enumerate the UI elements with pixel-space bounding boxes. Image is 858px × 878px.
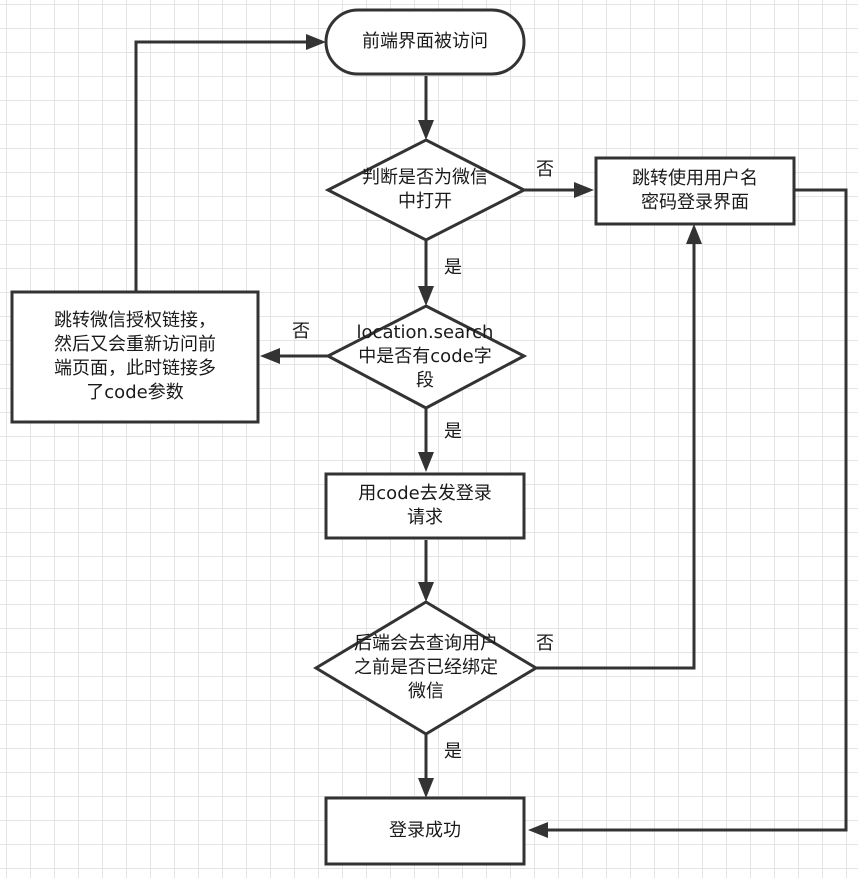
edge-label-bound-yes: 是 [444, 741, 462, 762]
arrowhead-redirect-password-up [686, 224, 702, 244]
check-code-label: location.search 中是否有code字 段 [330, 318, 520, 396]
check-wechat-line-1: 判断是否为微信 [362, 167, 488, 188]
login-success-box [324, 796, 526, 866]
redirect-wechat-auth-line-2: 然后又会重新访问前 [54, 334, 216, 355]
redirect-password-line-1: 跳转使用用户名 [632, 168, 758, 189]
login-success-label: 登录成功 [326, 798, 524, 864]
redirect-wechat-auth-box [10, 290, 260, 424]
arrowhead-start [306, 34, 326, 50]
check-code-line-2: 中是否有code字 [358, 346, 492, 367]
check-wechat-diamond [324, 138, 528, 242]
redirect-password-label: 跳转使用用户名 密码登录界面 [596, 158, 794, 224]
edge-password-to-success [546, 188, 848, 832]
check-code-diamond [324, 304, 528, 410]
arrowhead-redirect-password [574, 182, 594, 198]
nodes [10, 8, 796, 866]
arrowhead-login-with-code [418, 452, 434, 472]
start-label: 前端界面被访问 [326, 10, 524, 74]
arrowhead-redirect-wechat-auth [260, 348, 280, 364]
check-bound-line-2: 之前是否已经绑定 [354, 657, 498, 678]
edge-label-bound-no: 否 [536, 633, 554, 654]
check-bound-line-1: 后端会去查询用户 [354, 633, 498, 654]
login-with-code-label: 用code去发登录 请求 [326, 474, 524, 538]
edge-label-code-no: 否 [292, 321, 310, 342]
edge-auth-back-to-start [134, 40, 308, 292]
check-bound-line-3: 微信 [408, 681, 444, 702]
redirect-wechat-auth-line-4: 了code参数 [86, 382, 184, 403]
start-text: 前端界面被访问 [362, 31, 488, 52]
redirect-wechat-auth-label: 跳转微信授权链接， 然后又会重新访问前 端页面，此时链接多 了code参数 [12, 292, 258, 422]
arrowhead-login-success [418, 778, 434, 798]
check-code-line-3: 段 [416, 370, 434, 391]
login-with-code-line-1: 用code去发登录 [358, 483, 492, 504]
redirect-wechat-auth-line-1: 跳转微信授权链接， [54, 310, 216, 331]
edge-label-code-yes: 是 [444, 421, 462, 442]
check-bound-diamond [313, 600, 539, 736]
edges [134, 34, 848, 838]
redirect-wechat-auth-line-3: 端页面，此时链接多 [54, 358, 216, 379]
edge-bound-no [536, 242, 696, 670]
start-terminal [324, 8, 526, 76]
arrowhead-check-wechat [418, 120, 434, 140]
redirect-password-line-2: 密码登录界面 [641, 192, 749, 213]
login-with-code-line-2: 请求 [407, 507, 443, 528]
login-with-code-box [324, 472, 526, 540]
arrowhead-check-bound [418, 582, 434, 602]
edge-label-wechat-yes: 是 [444, 257, 462, 278]
check-wechat-label: 判断是否为微信 中打开 [330, 160, 520, 220]
login-success-text: 登录成功 [389, 820, 461, 841]
check-code-line-1: location.search [356, 322, 494, 343]
redirect-password-box [594, 156, 796, 226]
arrowhead-login-success-side [528, 822, 548, 838]
check-bound-label: 后端会去查询用户 之前是否已经绑定 微信 [320, 628, 532, 708]
arrowhead-check-code [418, 286, 434, 306]
check-wechat-line-2: 中打开 [398, 191, 452, 212]
edge-label-wechat-no: 否 [536, 159, 554, 180]
